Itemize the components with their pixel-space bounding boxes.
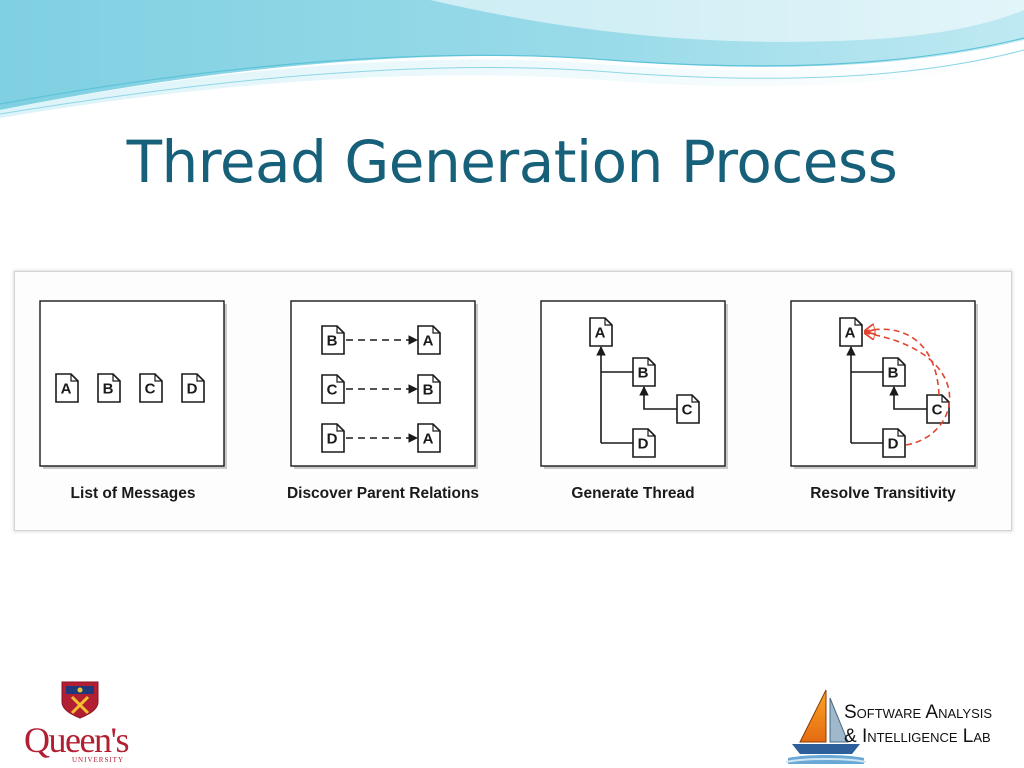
svg-text:C: C [682,402,693,419]
svg-text:A: A [61,381,72,398]
message-box-d: D [181,373,205,403]
step-caption-list-of-messages: List of Messages [70,485,196,502]
resolved-node-d: D [882,428,906,458]
relation-child-d: D [321,423,345,453]
svg-text:B: B [638,365,649,382]
resolved-edge-c-to-b [889,386,927,410]
thread-edge-c-to-b [639,386,677,410]
svg-text:B: B [327,333,338,350]
resolved-node-c: C [926,394,950,424]
transitive-edge-c-to-a [865,329,940,396]
svg-text:A: A [845,325,856,342]
resolved-node-b: B [882,357,906,387]
svg-text:C: C [932,402,943,419]
svg-text:A: A [423,431,434,448]
relation-parent-a: A [417,325,441,355]
svg-text:C: C [145,381,156,398]
svg-text:D: D [638,436,649,453]
svg-text:A: A [423,333,434,350]
sailboat-logo-icon [786,689,866,764]
svg-text:B: B [888,365,899,382]
queens-university-wordmark: Queen's [24,720,129,760]
step-caption-discover-parent-relations: Discover Parent Relations [286,485,480,502]
relation-parent-b: B [417,374,441,404]
queens-crest-icon [61,681,99,719]
message-box-c: C [139,373,163,403]
lab-name-line-2: & Intelligence Lab [844,726,991,747]
svg-text:B: B [103,381,114,398]
slide-title: Thread Generation Process [126,128,898,196]
relation-child-c: C [321,374,345,404]
svg-text:D: D [888,436,899,453]
thread-node-c: C [676,394,700,424]
transitive-edge-d-to-a [865,333,951,446]
header-wave-decoration [0,0,1024,118]
thread-node-b: B [632,357,656,387]
svg-text:B: B [423,382,434,399]
thread-node-d: D [632,428,656,458]
svg-text:D: D [187,381,198,398]
message-box-b: B [97,373,121,403]
step-caption-resolve-transitivity: Resolve Transitivity [810,485,956,502]
lab-name-line-1: Software Analysis [844,702,993,723]
step-caption-generate-thread: Generate Thread [571,485,695,502]
panel-discover-parent-relations [290,300,476,467]
svg-text:A: A [595,325,606,342]
relation-parent-a: A [417,423,441,453]
svg-text:C: C [327,382,338,399]
thread-node-a: A [589,317,613,347]
relation-child-b: B [321,325,345,355]
queens-university-subtitle: UNIVERSITY [72,756,124,764]
svg-text:D: D [327,431,338,448]
message-box-a: A [55,373,79,403]
resolved-node-a: A [839,317,863,347]
